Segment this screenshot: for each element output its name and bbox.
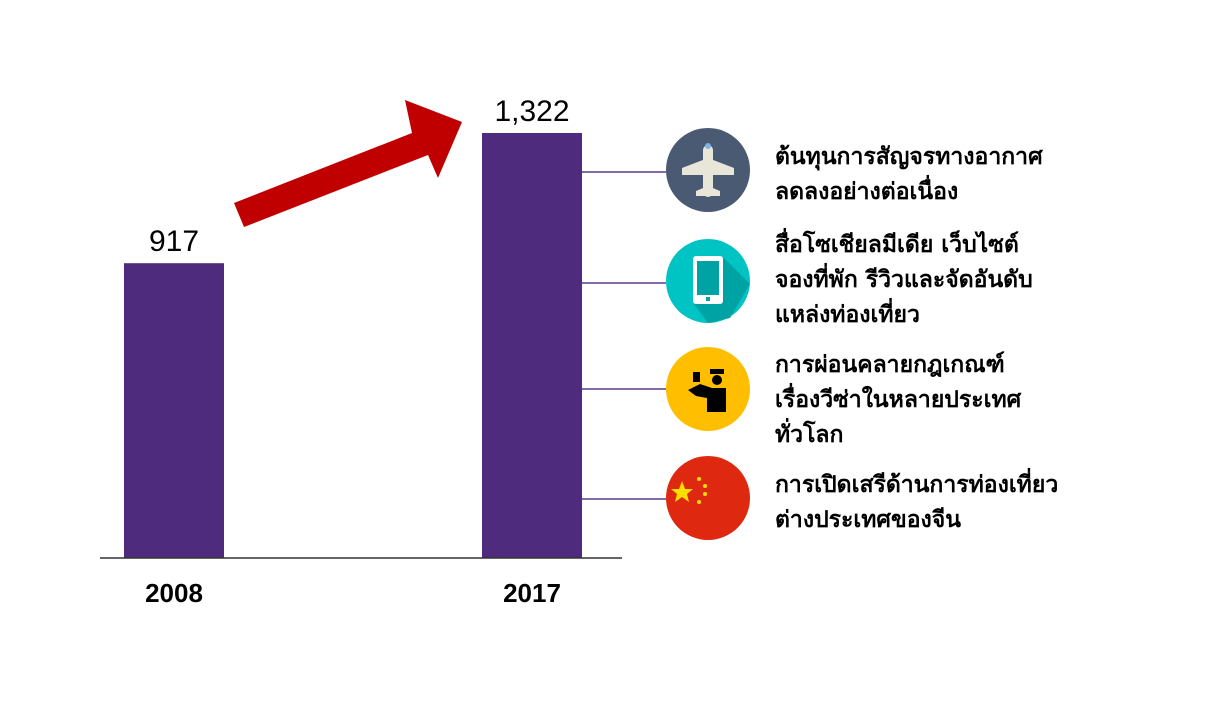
china-flag-icon bbox=[666, 456, 750, 540]
bar-2008 bbox=[124, 263, 224, 558]
x-tick-2008: 2008 bbox=[145, 578, 203, 608]
immigration-officer-icon bbox=[666, 347, 750, 431]
factor-line: ลดลงอย่างต่อเนื่อง bbox=[775, 179, 959, 205]
factor-china-liberalization: การเปิดเสรีด้านการท่องเที่ยว ต่างประเทศข… bbox=[775, 468, 1058, 538]
value-label-2008: 917 bbox=[148, 225, 200, 259]
factor-line: จองที่พัก รีวิวและจัดอันดับ bbox=[775, 267, 1033, 293]
bar-2017 bbox=[482, 133, 582, 558]
factor-air-travel-cost: ต้นทุนการสัญจรทางอากาศ ลดลงอย่างต่อเนื่อ… bbox=[775, 140, 1043, 210]
factor-visa-relaxation: การผ่อนคลายกฎเกณฑ์ เรื่องวีซ่าในหลายประเ… bbox=[775, 348, 1021, 453]
connector-lines bbox=[582, 171, 666, 500]
factor-social-media: สื่อโซเชียลมีเดีย เว็บไซต์ จองที่พัก รีว… bbox=[775, 228, 1033, 333]
factor-line: เรื่องวีซ่าในหลายประเทศ bbox=[775, 387, 1022, 413]
x-tick-2017: 2017 bbox=[503, 578, 561, 608]
factor-line: การเปิดเสรีด้านการท่องเที่ยว bbox=[775, 472, 1059, 498]
factor-line: สื่อโซเชียลมีเดีย เว็บไซต์ bbox=[775, 232, 1019, 258]
factor-line: แหล่งท่องเที่ยว bbox=[775, 302, 920, 328]
value-label-2017: 1,322 bbox=[494, 95, 570, 128]
factor-line: ทั่วโลก bbox=[775, 422, 844, 448]
factor-line: การผ่อนคลายกฎเกณฑ์ bbox=[775, 352, 1005, 378]
factor-line: ต้นทุนการสัญจรทางอากาศ bbox=[775, 144, 1043, 170]
factor-line: ต่างประเทศของจีน bbox=[775, 507, 961, 533]
airplane-icon bbox=[666, 128, 750, 212]
growth-arrow bbox=[234, 100, 462, 227]
smartphone-icon bbox=[666, 239, 750, 323]
